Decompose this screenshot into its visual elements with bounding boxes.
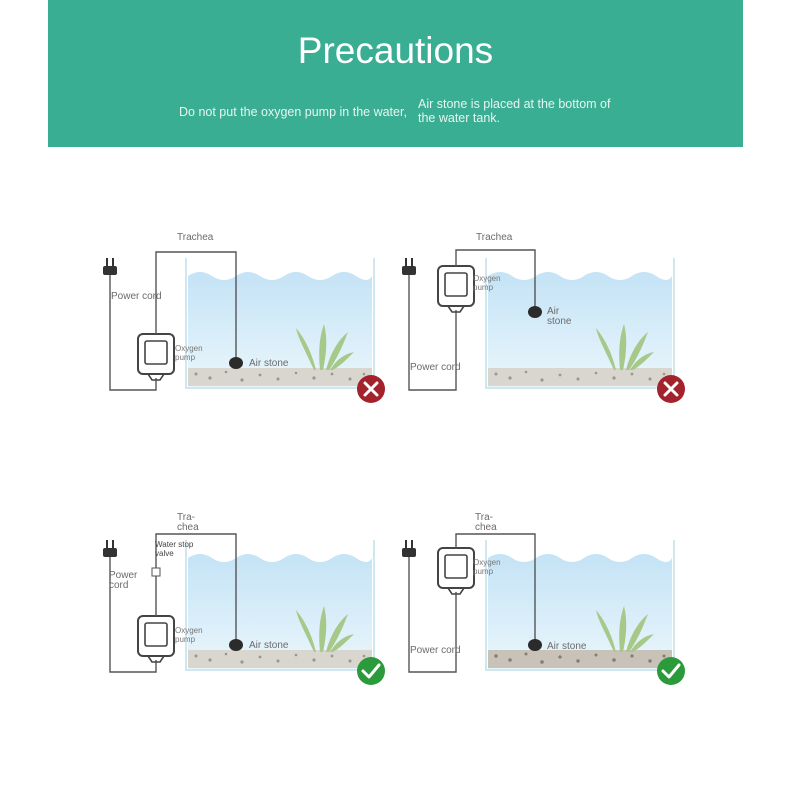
water-stop-valve-icon [151,567,161,577]
water-plant [296,606,354,652]
label-trachea: Trachea [177,232,214,243]
header-banner: Precautions Do not put the oxygen pump i… [48,0,743,147]
subtitle-left: Do not put the oxygen pump in the water, [179,105,407,119]
diagram-panel-top-left: Trachea Power cord Oxygen pump Air stone [100,228,400,418]
power-plug-icon [402,258,416,275]
oxygen-pump-icon [437,265,475,313]
label-trachea: Tra-chea [177,512,199,533]
label-trachea: Trachea [476,232,513,243]
power-plug-icon [103,540,117,557]
cross-icon [357,375,385,403]
label-oxygen-pump: Oxygen pump [473,558,501,576]
oxygen-pump-icon [137,615,175,663]
diagram-panel-top-right: Trachea Oxygen pump Air stone Power cord [400,228,700,418]
label-oxygen-pump: Oxygen pump [175,344,203,362]
air-stone-icon [229,639,243,651]
label-air-stone: Air stone [249,358,289,369]
power-plug-icon [402,540,416,557]
label-trachea: Tra-chea [475,512,497,533]
label-air-stone: Air stone [249,640,289,651]
subtitle-right: Air stone is placed at the bottom of the… [418,97,611,125]
diagram-panel-bottom-right: Tra-chea Oxygen pump Power cord Air ston… [400,510,700,700]
water-plant [596,324,654,370]
oxygen-pump-icon [437,547,475,595]
label-air-stone: Air stone [547,641,587,652]
diagram-panel-bottom-left: Tra-chea Water stop valve Power cord Oxy… [100,510,400,700]
air-stone-icon [528,306,542,318]
label-oxygen-pump: Oxygen pump [473,274,501,292]
water-plant [596,606,654,652]
cross-icon [657,375,685,403]
label-oxygen-pump: Oxygen pump [175,626,203,644]
label-power-cord: Power cord [109,570,138,591]
air-stone-icon [528,639,542,651]
label-power-cord: Power cord [111,291,162,302]
power-plug-icon [103,258,117,275]
label-water-stop-valve: Water stop valve [155,540,194,558]
check-icon [657,657,685,685]
label-power-cord: Power cord [410,645,461,656]
water-plant [296,324,354,370]
air-stone-icon [229,357,243,369]
label-power-cord: Power cord [410,362,461,373]
label-air-stone: Air stone [547,306,572,327]
check-icon [357,657,385,685]
fish-tank [485,258,675,389]
page-title: Precautions [297,30,494,71]
oxygen-pump-icon [137,333,175,381]
